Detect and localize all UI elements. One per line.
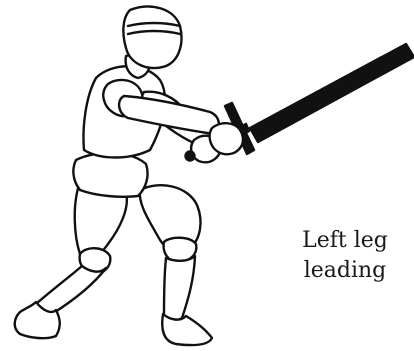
sword bbox=[218, 44, 414, 154]
hips bbox=[73, 153, 147, 197]
front-leg bbox=[15, 177, 127, 339]
caption-line-2: leading bbox=[290, 256, 400, 286]
helmet bbox=[123, 7, 181, 68]
rear-shin bbox=[164, 256, 195, 321]
rear-leg bbox=[140, 185, 212, 345]
head bbox=[123, 7, 181, 68]
rear-foot bbox=[162, 314, 212, 345]
pommel-dot-icon bbox=[186, 152, 195, 161]
sword-blade bbox=[250, 44, 414, 142]
caption: Left leg leading bbox=[290, 226, 400, 286]
front-hand bbox=[210, 123, 243, 154]
front-shin bbox=[36, 266, 106, 315]
caption-line-1: Left leg bbox=[290, 226, 400, 256]
